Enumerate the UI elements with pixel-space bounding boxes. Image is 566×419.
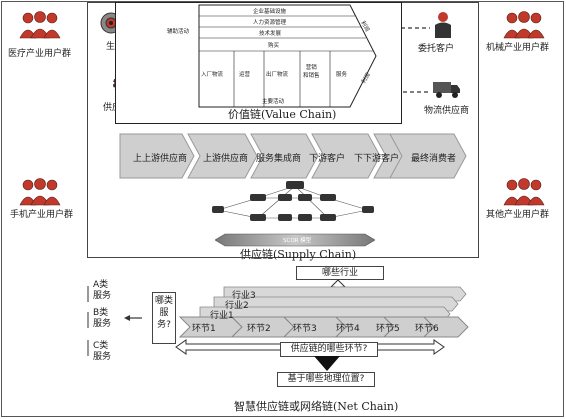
scor-network-graphic [212,181,374,221]
link-1: 环节1 [192,324,216,334]
service-class-b: B类 服务 [93,308,112,329]
support-activity-3: 技术发展 [259,31,282,37]
primary-activities-label: 主要活动 [262,99,285,105]
support-activities-label: 辅助活动 [167,29,190,35]
industry-2: 行业2 [225,301,249,311]
supply-chain-caption: 供应链(Supply Chain) [240,248,357,261]
group-mechanical: 机械产业用户群 [486,43,550,53]
stage-2: 上游供应商 [203,154,249,164]
other-group-icon [503,178,545,206]
primary-activity-5: 服务 [336,72,348,78]
location-funnel-icon [314,356,340,371]
industry-layers [178,286,469,338]
service-class-c: C类 服务 [93,341,112,362]
medical-group-icon [19,11,61,39]
which-service-box: 哪类 服务? [152,292,176,344]
supply-chain-arrows [119,133,467,179]
scor-arrow-bar [215,233,375,247]
group-medical: 医疗产业用户群 [8,49,72,59]
link-4: 环节4 [336,324,360,334]
service-class-a: A类 服务 [93,280,112,301]
link-3: 环节3 [293,324,317,334]
mechanical-group-icon [503,11,545,39]
which-industry-box: 哪些行业 [296,266,384,280]
scor-label: SCOR 模型 [283,238,312,244]
stage-6: 最终消费者 [411,154,457,164]
primary-activity-4: 营销 和销售 [303,65,320,79]
support-activity-4: 购买 [268,43,280,49]
group-other: 其他产业用户群 [486,210,550,220]
phone-group-icon [19,178,61,206]
truck-icon [433,82,460,98]
support-activity-2: 人力资源管理 [253,20,287,26]
person-icon [435,12,451,38]
support-activity-1: 企业基础设施 [253,9,287,15]
stage-3: 服务集成商 [256,154,302,164]
primary-activity-1: 入厂物流 [201,72,224,78]
service-class-lines [87,286,142,356]
industry-1: 行业1 [210,311,234,321]
net-chain-caption: 智慧供应链或网络链(Net Chain) [234,400,399,413]
actor-client: 委托客户 [418,44,455,54]
actor-logistics: 物流供应商 [424,106,470,116]
link-2: 环节2 [247,324,271,334]
stage-4: 下游客户 [309,154,346,164]
value-chain-caption: 价值链(Value Chain) [228,108,337,121]
industry-3: 行业3 [232,291,256,301]
value-chain-shape [198,4,377,108]
link-6: 环节6 [415,324,439,334]
group-phone: 手机产业用户群 [10,210,74,220]
primary-activity-2: 运营 [239,72,251,78]
which-location-box: 基于哪些地理位置? [277,372,375,387]
link-5: 环节5 [376,324,400,334]
primary-activity-3: 出厂物流 [266,72,289,78]
stage-5: 下下游客户 [354,154,400,164]
stage-1: 上上游供应商 [133,154,188,164]
